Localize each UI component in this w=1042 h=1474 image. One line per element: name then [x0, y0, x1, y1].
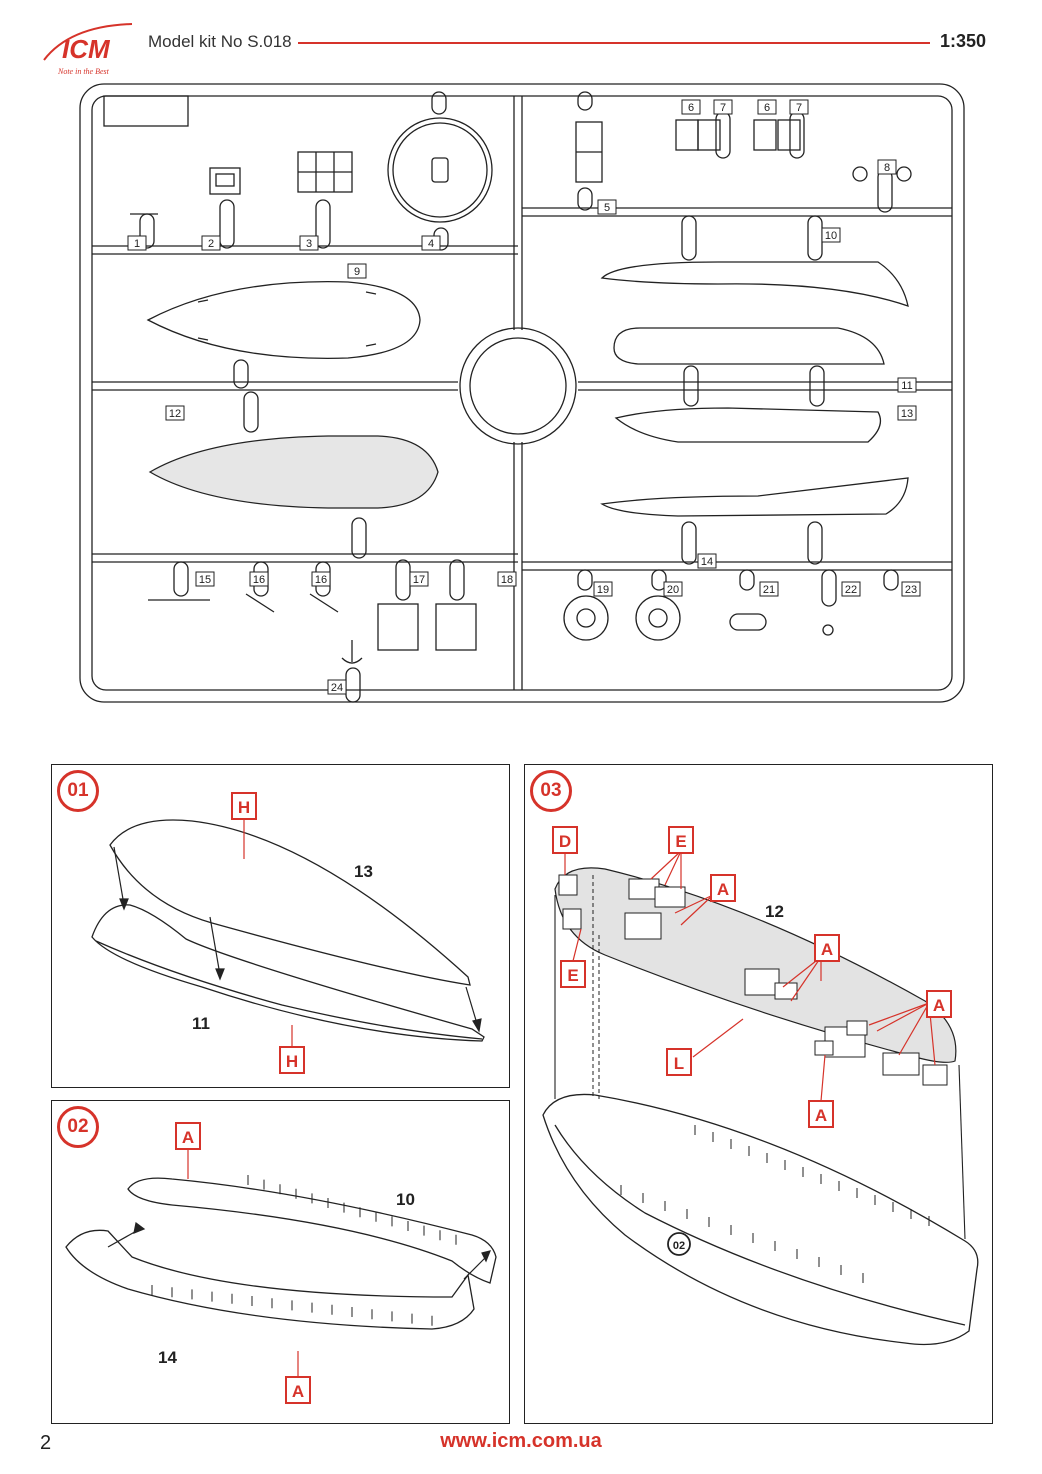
step-03-label-e-left: E: [567, 966, 578, 985]
step-02-panel: A A 10 14 02: [51, 1100, 510, 1424]
sprue-part-number: 2: [208, 238, 214, 250]
step-03-ref-step-02: 02: [673, 1240, 685, 1252]
sprue-part-number: 12: [169, 408, 181, 420]
step-01-label-h-bottom: H: [286, 1052, 298, 1071]
sprue-part-number: 7: [796, 102, 802, 114]
brand-text: ICM: [62, 34, 111, 64]
sprue-part-number: 14: [701, 556, 713, 568]
footer-url[interactable]: www.icm.com.ua: [440, 1430, 602, 1452]
sprue-part-number: 20: [667, 584, 679, 596]
sprue-part-number: 24: [331, 682, 343, 694]
step-02-part-14: 14: [158, 1348, 177, 1367]
sprue-part-number: 4: [428, 238, 434, 250]
step-02-part-10: 10: [396, 1190, 415, 1209]
step-03-label-a4: A: [815, 1106, 827, 1125]
sprue-part-number: 17: [413, 574, 425, 586]
sprue-part-number: 23: [905, 584, 917, 596]
sprue-part-number: 15: [199, 574, 211, 586]
step-02-label-a-bottom: A: [292, 1382, 304, 1401]
step-03-label-a1: A: [717, 880, 729, 899]
sprue-part-number: 9: [354, 266, 360, 278]
sprue-part-number: 1: [134, 238, 140, 250]
step-03-label-a3: A: [933, 996, 945, 1015]
step-03-label-e-top: E: [675, 832, 686, 851]
step-02-label-a-top: A: [182, 1128, 194, 1147]
step-01-badge: 01: [57, 770, 99, 812]
sprue-part-number: 18: [501, 574, 513, 586]
step-03-label-a2: A: [821, 940, 833, 959]
header-rule: [298, 42, 930, 44]
step-02-badge: 02: [57, 1106, 99, 1148]
sprue-part-number: 21: [763, 584, 775, 596]
sprue-part-number: 7: [720, 102, 726, 114]
sprue-part-number: 13: [901, 408, 913, 420]
sprue-part-number: 6: [688, 102, 694, 114]
sprue-part-number: 3: [306, 238, 312, 250]
step-01-panel: H H 13 11 01: [51, 764, 510, 1088]
brand-tagline: Note in the Best: [57, 67, 110, 76]
page-number: 2: [40, 1432, 52, 1454]
sprue-part-number: 16: [253, 574, 265, 586]
step-03-part-12: 12: [765, 902, 784, 921]
step-01-part-11: 11: [192, 1014, 210, 1033]
step-03-label-l: L: [674, 1054, 684, 1073]
scale-label: 1:350: [940, 31, 987, 51]
step-01-label-h-top: H: [238, 798, 250, 817]
sprue-part-number: 16: [315, 574, 327, 586]
step-03-label-d: D: [559, 832, 571, 851]
sprue-part-number: 22: [845, 584, 857, 596]
sprue-part-number: 19: [597, 584, 609, 596]
sprue-part-number: 10: [825, 230, 837, 242]
sprue-part-number: 6: [764, 102, 770, 114]
sprue-part-number: 5: [604, 202, 610, 214]
page-title: Model kit No S.018: [148, 32, 292, 51]
icm-logo: ICM Note in the Best: [40, 20, 140, 78]
sprue-part-number: 8: [884, 162, 890, 174]
step-03-panel: D E E A A A A L 12 02 03: [524, 764, 993, 1424]
step-01-part-13: 13: [354, 862, 373, 881]
sprue-part-number: 11: [901, 380, 912, 392]
step-03-badge: 03: [530, 770, 572, 812]
